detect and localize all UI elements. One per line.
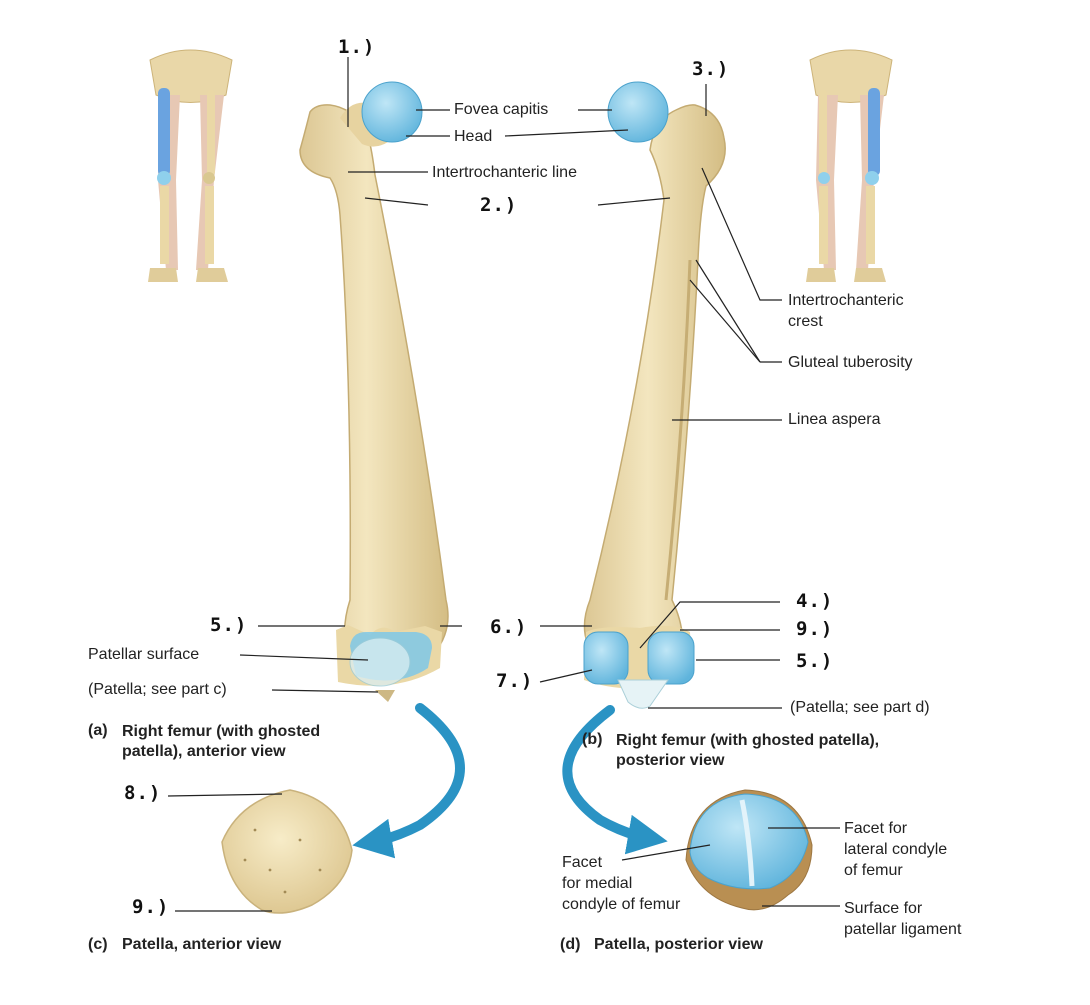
- label-intertrochanteric-crest: Intertrochanteric crest: [788, 292, 904, 330]
- caption-b-text: Right femur (with ghosted patella), post…: [616, 732, 880, 769]
- answer-number-7: 7.): [496, 670, 534, 692]
- caption-d-tag: (d): [560, 936, 581, 953]
- label-fovea-capitis: Fovea capitis: [454, 101, 549, 118]
- answer-number-4: 4.): [796, 590, 834, 612]
- label-head: Head: [454, 128, 493, 145]
- femur-posterior: [583, 81, 726, 709]
- label-gluteal-tuberosity: Gluteal tuberosity: [788, 354, 913, 371]
- caption-c-text: Patella, anterior view: [122, 936, 282, 953]
- answer-number-1: 1.): [338, 36, 376, 58]
- answer-number-6: 6.): [490, 616, 528, 638]
- patella-anterior: [221, 789, 353, 914]
- answer-number-5-posterior: 5.): [796, 650, 834, 672]
- label-facet-lateral-condyle: Facet for lateral condyle of femur: [844, 820, 948, 879]
- arrow-to-patella-posterior: [562, 705, 668, 855]
- label-facet-medial-condyle: Facet for medial condyle of femur: [562, 854, 681, 913]
- answer-number-8: 8.): [124, 782, 162, 804]
- label-patella-part-c: (Patella; see part c): [88, 681, 227, 698]
- femur-anterior: [299, 81, 449, 702]
- label-linea-aspera: Linea aspera: [788, 411, 881, 428]
- caption-a-text: Right femur (with ghosted patella), ante…: [122, 723, 321, 760]
- answer-number-2: 2.): [480, 194, 518, 216]
- caption-b-tag: (b): [582, 731, 603, 748]
- skeleton-thumbnail-anterior: [140, 45, 236, 285]
- caption-c-tag: (c): [88, 936, 108, 953]
- answer-number-9-patella: 9.): [132, 896, 170, 918]
- caption-d-text: Patella, posterior view: [594, 936, 763, 953]
- label-intertrochanteric-line: Intertrochanteric line: [432, 164, 577, 181]
- leader-lines: [167, 57, 840, 912]
- skeleton-thumbnail-posterior: [800, 45, 896, 285]
- patella-posterior: [685, 789, 813, 911]
- answer-number-5-anterior: 5.): [210, 614, 248, 636]
- answer-number-9-posterior-femur: 9.): [796, 618, 834, 640]
- arrow-to-patella-anterior: [352, 703, 465, 859]
- caption-a-tag: (a): [88, 722, 108, 739]
- label-patella-part-d: (Patella; see part d): [790, 699, 930, 716]
- label-patellar-surface: Patellar surface: [88, 646, 200, 663]
- label-surface-patellar-ligament: Surface for patellar ligament: [844, 900, 962, 938]
- answer-number-3: 3.): [692, 58, 730, 80]
